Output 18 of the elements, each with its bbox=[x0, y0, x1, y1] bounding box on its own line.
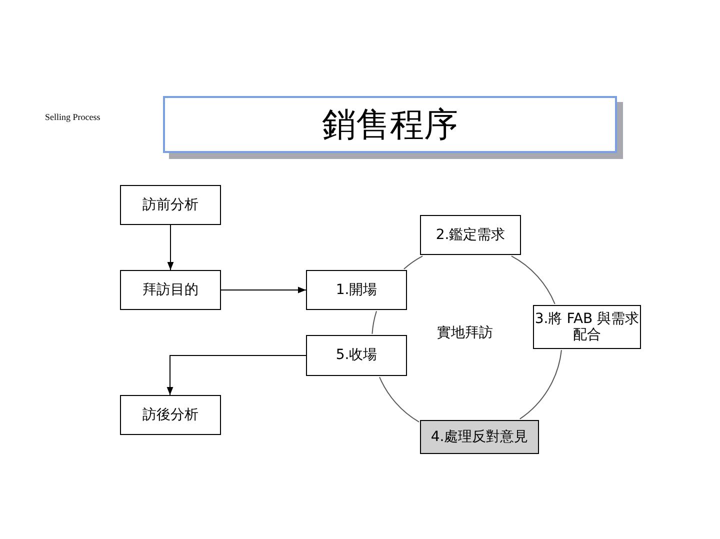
arrow bbox=[166, 355, 306, 396]
cycle-arc bbox=[510, 256, 556, 304]
center-label: 實地拜訪 bbox=[437, 324, 493, 342]
arrow bbox=[167, 224, 174, 270]
cycle-arc bbox=[379, 376, 420, 422]
cycle-arc bbox=[403, 256, 424, 270]
process-box: 4.處理反對意見 bbox=[420, 420, 539, 454]
cycle-arc bbox=[372, 310, 377, 334]
process-box: 1.開場 bbox=[306, 270, 407, 310]
process-box: 5.收場 bbox=[306, 335, 407, 376]
process-box: 訪前分析 bbox=[120, 185, 221, 225]
process-box: 訪後分析 bbox=[120, 395, 221, 435]
process-box: 3.將 FAB 與需求配合 bbox=[533, 305, 641, 349]
subtitle-text: Selling Process bbox=[45, 112, 100, 122]
cycle-arc bbox=[519, 350, 562, 420]
process-box: 拜訪目的 bbox=[120, 270, 221, 310]
process-box: 2.鑑定需求 bbox=[420, 215, 521, 255]
arrow bbox=[220, 286, 306, 294]
